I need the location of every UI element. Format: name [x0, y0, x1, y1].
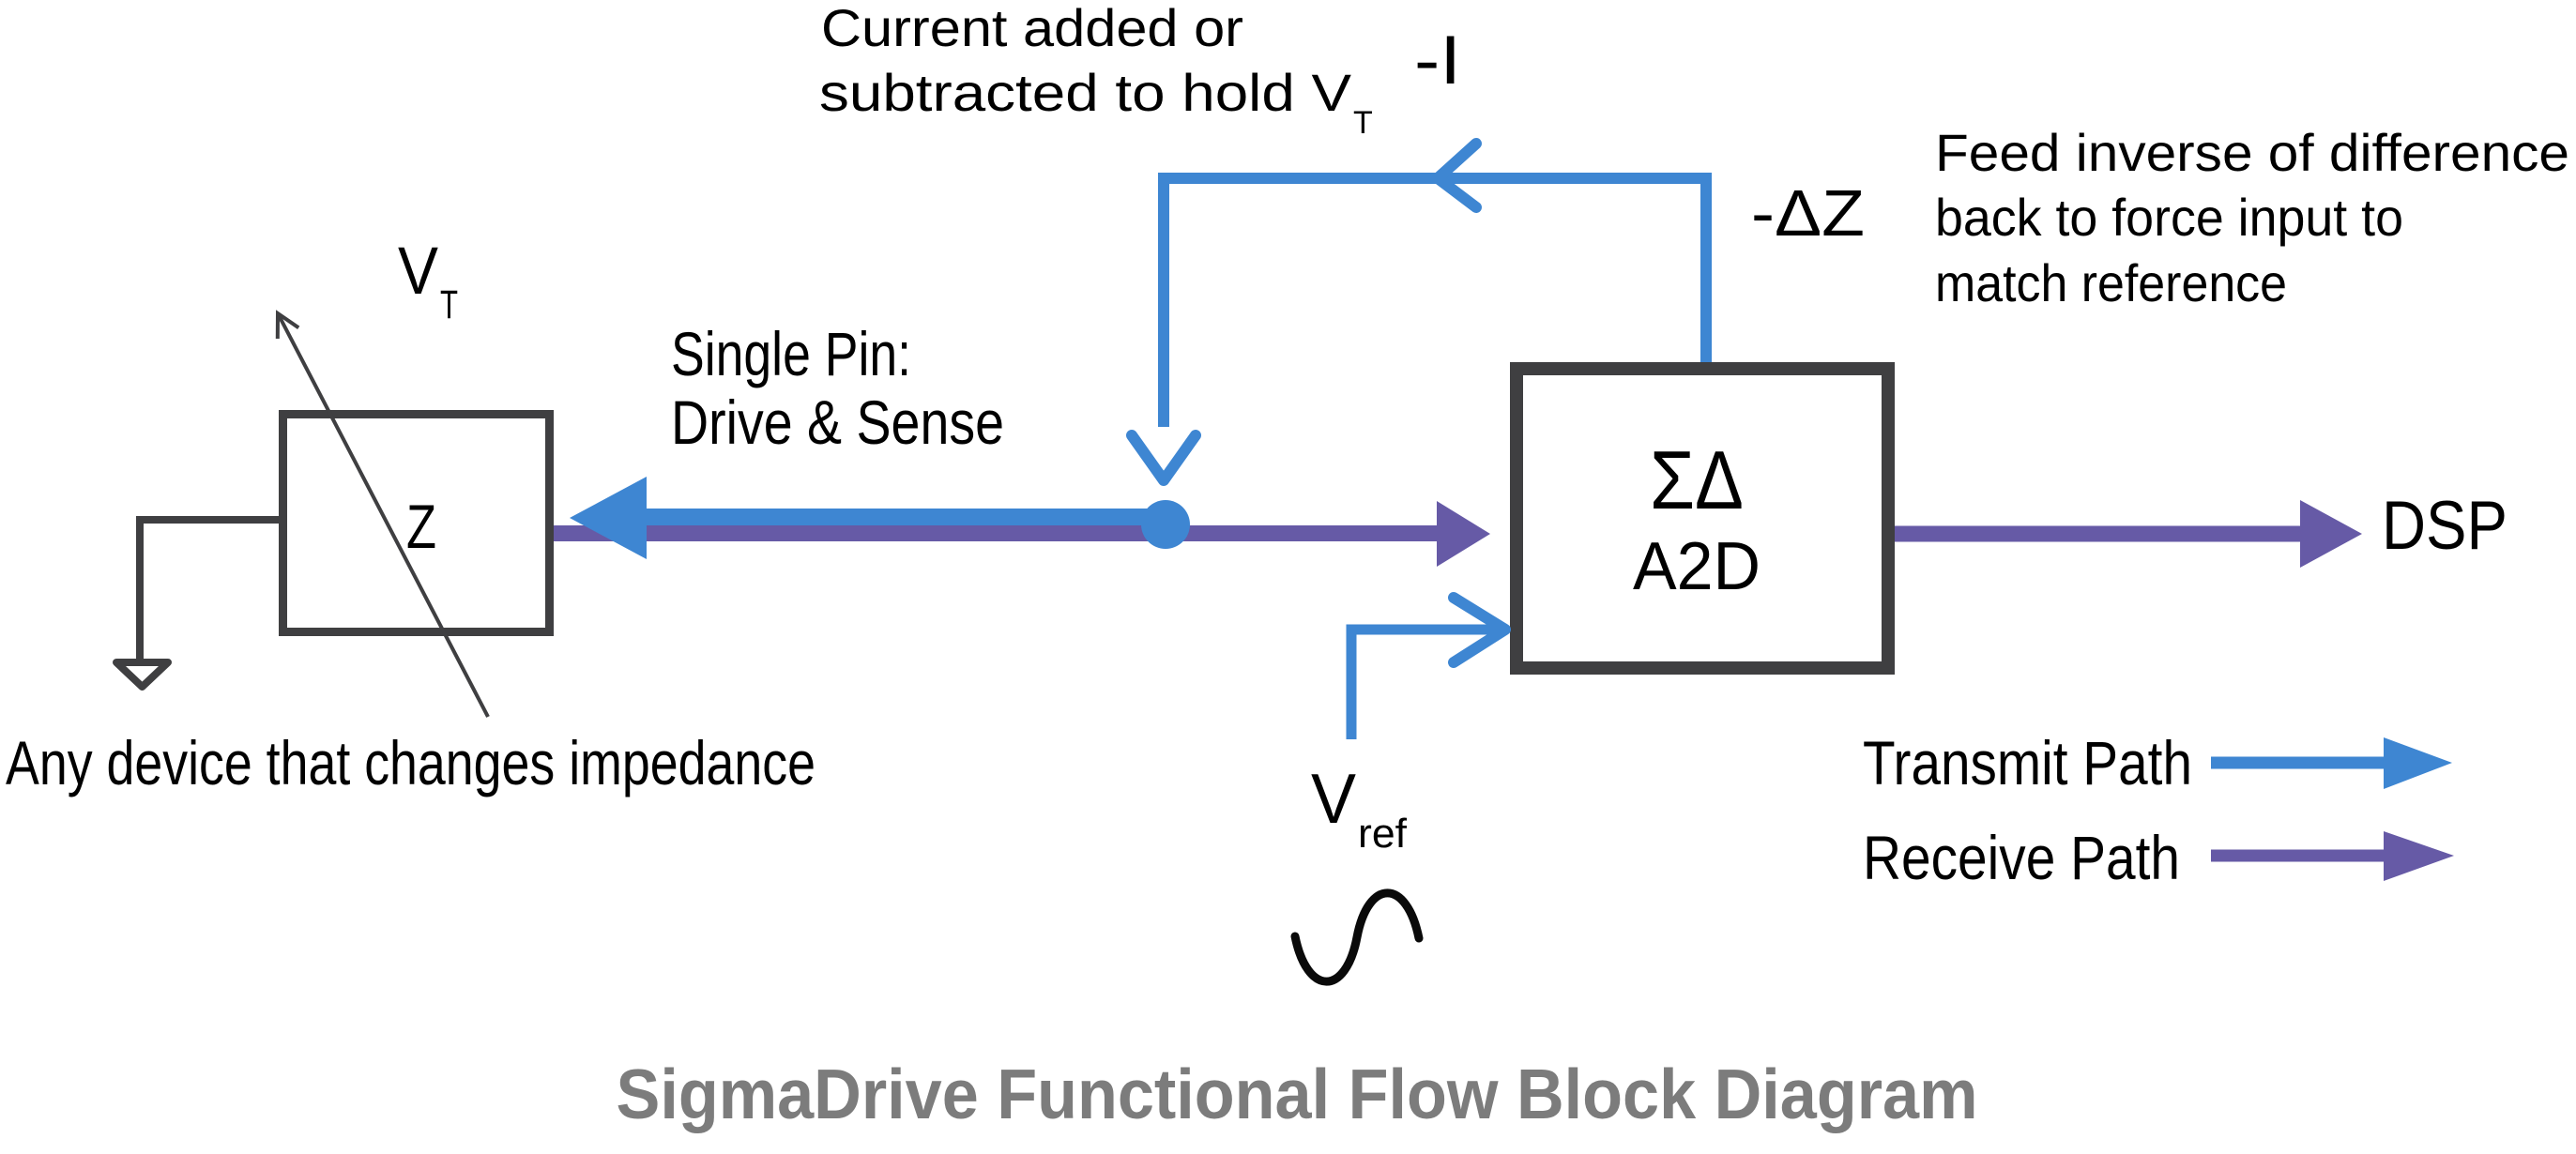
svg-text:match reference: match reference	[1935, 253, 2287, 312]
svg-text:ΣΔ: ΣΔ	[1650, 433, 1744, 526]
svg-text:Drive & Sense: Drive & Sense	[671, 387, 1004, 457]
svg-text:Single Pin:: Single Pin:	[671, 319, 911, 388]
svg-text:-I: -I	[1414, 23, 1461, 99]
svg-text:-ΔZ: -ΔZ	[1751, 176, 1865, 250]
svg-text:Transmit Path: Transmit Path	[1863, 728, 2192, 797]
svg-text:Feed inverse of difference: Feed inverse of difference	[1935, 123, 2569, 182]
svg-text:Receive Path: Receive Path	[1863, 823, 2180, 892]
svg-text:V: V	[398, 235, 439, 309]
svg-text:T: T	[440, 282, 458, 327]
svg-text:DSP: DSP	[2382, 488, 2507, 564]
svg-text:Z: Z	[406, 492, 436, 561]
svg-text:T: T	[1353, 105, 1373, 141]
svg-text:back to force input to: back to force input to	[1935, 188, 2403, 247]
svg-text:ref: ref	[1358, 811, 1408, 857]
svg-text:V: V	[1311, 759, 1356, 838]
svg-text:subtracted to hold V: subtracted to hold V	[819, 63, 1352, 122]
svg-text:Any device that changes impeda: Any device that changes impedance	[6, 728, 815, 797]
svg-text:Current added or: Current added or	[821, 0, 1243, 57]
svg-text:SigmaDrive Functional Flow Blo: SigmaDrive Functional Flow Block Diagram	[617, 1055, 1978, 1133]
svg-text:A2D: A2D	[1633, 529, 1761, 604]
